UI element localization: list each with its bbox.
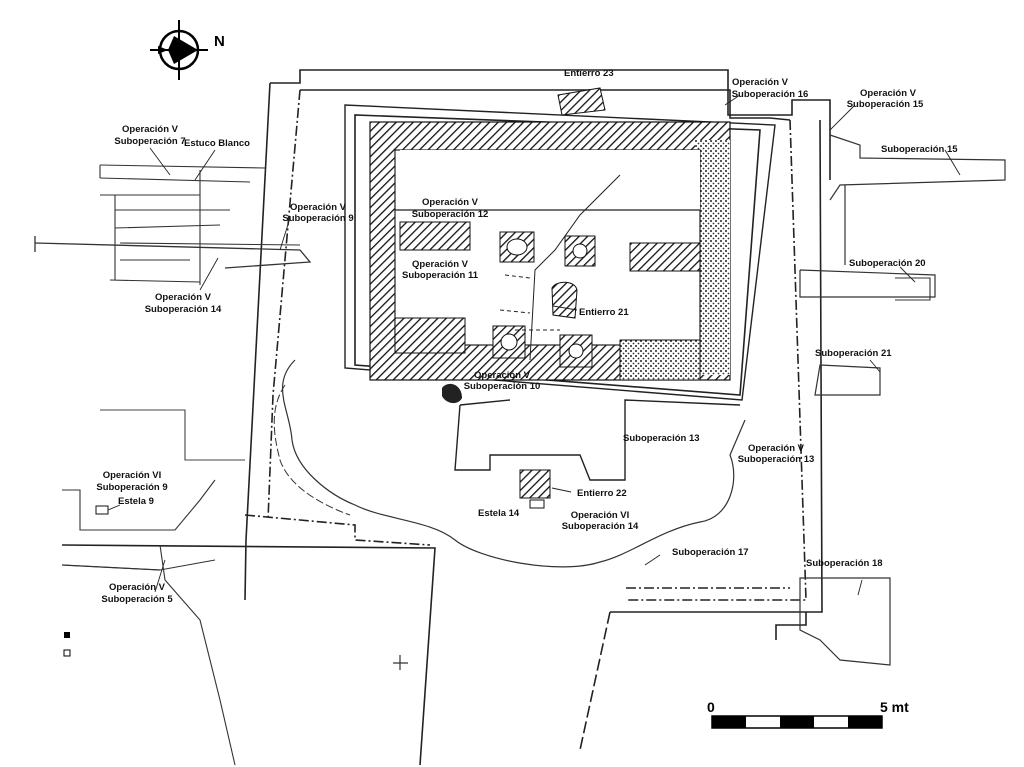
label-sub-15: Suboperación 15 xyxy=(847,99,924,110)
stela-14-marker xyxy=(529,499,545,509)
label-sub-21: Suboperación 21 xyxy=(815,348,892,359)
scale-bar: 0 5 mt xyxy=(707,699,909,729)
label-sub-17: Suboperación 17 xyxy=(672,547,749,558)
stela-9-marker xyxy=(95,505,109,515)
label-op-v: Operación V xyxy=(474,370,531,381)
scale-start-label: 0 xyxy=(707,699,715,715)
burial-23 xyxy=(557,87,606,116)
burial-21 xyxy=(551,281,578,319)
label-op-vi: Operación VI xyxy=(103,470,162,481)
scale-end-label: 5 mt xyxy=(880,699,909,715)
label-sub-14: Suboperación 14 xyxy=(562,521,639,532)
front-terrace xyxy=(454,399,741,481)
inner-structure xyxy=(344,104,776,401)
label-op-v: Operación V xyxy=(422,197,479,208)
north-arrow-icon xyxy=(150,20,208,80)
label-sub-13: Suboperación 13 xyxy=(738,454,815,465)
label-sub-10: Suboperación 10 xyxy=(464,381,541,392)
label-sub-5: Suboperación 5 xyxy=(101,594,173,605)
label-entierro-21: Entierro 21 xyxy=(579,307,629,318)
legend-mark-icon xyxy=(64,632,70,638)
burial-22 xyxy=(519,469,551,499)
label-op-v: Operación V xyxy=(860,88,917,99)
label-sub-11: Suboperación 11 xyxy=(402,270,479,281)
label-op-v: Qperación V xyxy=(412,259,469,270)
excavation-edge xyxy=(281,359,746,568)
label-op-v: Operación V xyxy=(122,124,179,135)
label-op-v: Operación V xyxy=(290,202,347,213)
label-sub-18: Suboperación 18 xyxy=(806,558,883,569)
label-estuco-blanco: Estuco Blanco xyxy=(184,138,250,149)
label-estela-14: Estela 14 xyxy=(478,508,520,519)
label-sub-20: Suboperación 20 xyxy=(849,258,926,269)
label-op-vi: Operación VI xyxy=(571,510,630,521)
label-sub-15-b: Suboperación 15 xyxy=(881,144,958,155)
legend-mark-icon xyxy=(63,649,71,657)
label-sub-9: Suboperación 9 xyxy=(282,213,353,224)
label-sub-7: Suboperación 7 xyxy=(114,136,185,147)
label-estela-9: Estela 9 xyxy=(118,496,154,507)
north-label: N xyxy=(214,33,225,50)
east-trenches xyxy=(61,134,1006,670)
burial-small xyxy=(442,383,462,404)
label-sub-12: Suboperación 12 xyxy=(412,209,489,220)
label-sub-9: Suboperación 9 xyxy=(96,482,167,493)
label-entierro-23: Entierro 23 xyxy=(564,68,614,79)
label-op-v: Operación V xyxy=(748,443,805,454)
label-sub-14: Suboperación 14 xyxy=(145,304,222,315)
label-entierro-22: Entierro 22 xyxy=(577,488,627,499)
west-trenches xyxy=(34,164,931,766)
label-sub-16: Suboperación 16 xyxy=(732,89,809,100)
label-op-v: Operación V xyxy=(732,77,789,88)
label-op-v: Operación V xyxy=(109,582,166,593)
plan-labels: Entierro 23 Operación V Suboperación 16 … xyxy=(96,68,958,605)
leader-lines xyxy=(107,94,961,596)
label-sub-13: Suboperación 13 xyxy=(623,433,700,444)
label-op-v: Operación V xyxy=(155,292,212,303)
